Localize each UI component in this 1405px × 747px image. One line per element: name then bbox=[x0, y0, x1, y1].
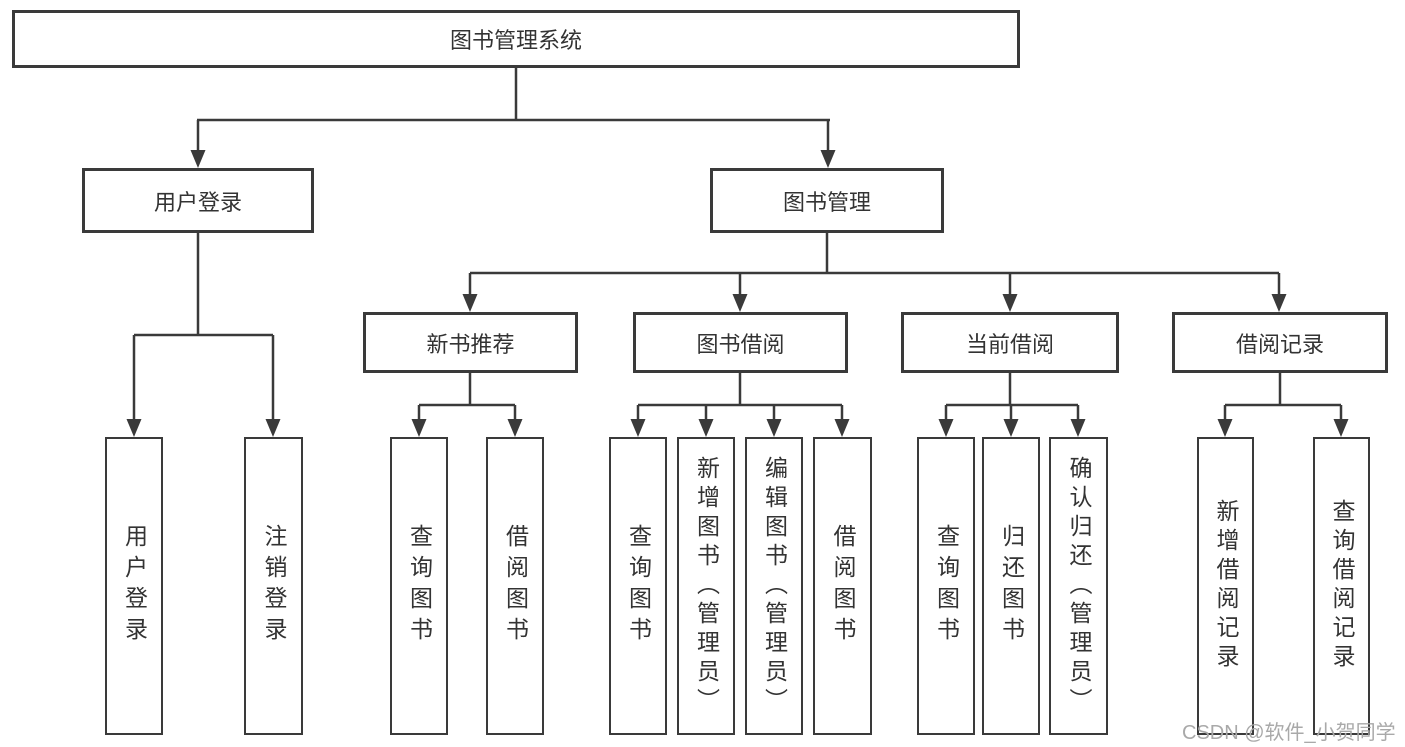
leaf-label: 查询图书 bbox=[406, 524, 433, 648]
leaf-label: 借阅图书 bbox=[502, 524, 529, 648]
connector-records-to-leaves bbox=[1217, 373, 1349, 437]
node-label: 借阅记录 bbox=[1235, 331, 1324, 357]
leaf-query-books-current: 查询图书 bbox=[917, 437, 975, 735]
leaf-label: 用户登录 bbox=[121, 524, 148, 648]
connector-root-to-level2 bbox=[190, 68, 836, 168]
leaf-confirm-return-admin: 确认归还（管理员） bbox=[1049, 437, 1108, 735]
leaf-label: 借阅图书 bbox=[830, 524, 856, 648]
connector-borrow-to-leaves bbox=[630, 373, 850, 437]
leaf-label: 查询图书 bbox=[933, 524, 960, 648]
node-new-book-recommend: 新书推荐 bbox=[363, 312, 578, 373]
leaf-query-books-recommend: 查询图书 bbox=[390, 437, 448, 735]
node-root-system: 图书管理系统 bbox=[12, 10, 1020, 68]
node-book-management: 图书管理 bbox=[710, 168, 944, 233]
connector-current-to-leaves bbox=[938, 373, 1086, 437]
node-borrow-records: 借阅记录 bbox=[1172, 312, 1388, 373]
csdn-watermark: CSDN @软件_小贺同学 bbox=[1182, 722, 1396, 744]
node-label: 图书借阅 bbox=[696, 331, 785, 357]
connector-newbooks-to-leaves bbox=[411, 373, 523, 437]
leaf-logout: 注销登录 bbox=[244, 437, 303, 735]
leaf-label: 确认归还（管理员） bbox=[1066, 455, 1092, 717]
leaf-query-borrow-record: 查询借阅记录 bbox=[1313, 437, 1370, 735]
node-label: 图书管理 bbox=[782, 189, 871, 215]
leaf-label: 新增借阅记录 bbox=[1213, 499, 1239, 673]
node-label: 用户登录 bbox=[153, 189, 242, 215]
leaf-return-books: 归还图书 bbox=[982, 437, 1040, 735]
node-label: 图书管理系统 bbox=[449, 28, 582, 53]
node-book-borrow: 图书借阅 bbox=[633, 312, 848, 373]
connector-login-to-leaves bbox=[126, 233, 281, 437]
connector-bookmgmt-to-level3 bbox=[462, 233, 1287, 312]
leaf-add-borrow-record: 新增借阅记录 bbox=[1197, 437, 1254, 735]
leaf-label: 编辑图书（管理员） bbox=[761, 455, 788, 717]
leaf-edit-books-admin: 编辑图书（管理员） bbox=[745, 437, 803, 735]
leaf-borrow-books: 借阅图书 bbox=[813, 437, 872, 735]
node-current-borrow: 当前借阅 bbox=[901, 312, 1119, 373]
leaf-label: 查询借阅记录 bbox=[1329, 499, 1355, 673]
leaf-label: 注销登录 bbox=[261, 524, 287, 648]
leaf-add-books-admin: 新增图书（管理员） bbox=[677, 437, 735, 735]
node-label: 当前借阅 bbox=[965, 331, 1054, 357]
leaf-user-login: 用户登录 bbox=[105, 437, 163, 735]
leaf-query-books-borrow: 查询图书 bbox=[609, 437, 667, 735]
leaf-label: 新增图书（管理员） bbox=[693, 455, 720, 717]
leaf-label: 查询图书 bbox=[625, 524, 652, 648]
node-label: 新书推荐 bbox=[426, 331, 515, 357]
leaf-borrow-books-recommend: 借阅图书 bbox=[486, 437, 544, 735]
node-user-login: 用户登录 bbox=[82, 168, 314, 233]
leaf-label: 归还图书 bbox=[998, 524, 1025, 648]
